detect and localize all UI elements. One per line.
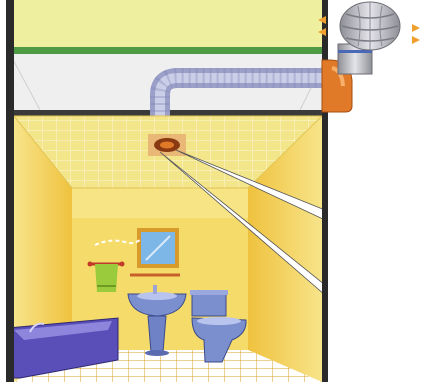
roof-turbine-ventilator (318, 2, 420, 112)
ceiling-exhaust-vent (148, 134, 186, 156)
roof-panel (10, 0, 328, 54)
wall-mirror (137, 228, 179, 268)
right-wall-post (322, 0, 328, 382)
left-wall-post (6, 0, 14, 382)
